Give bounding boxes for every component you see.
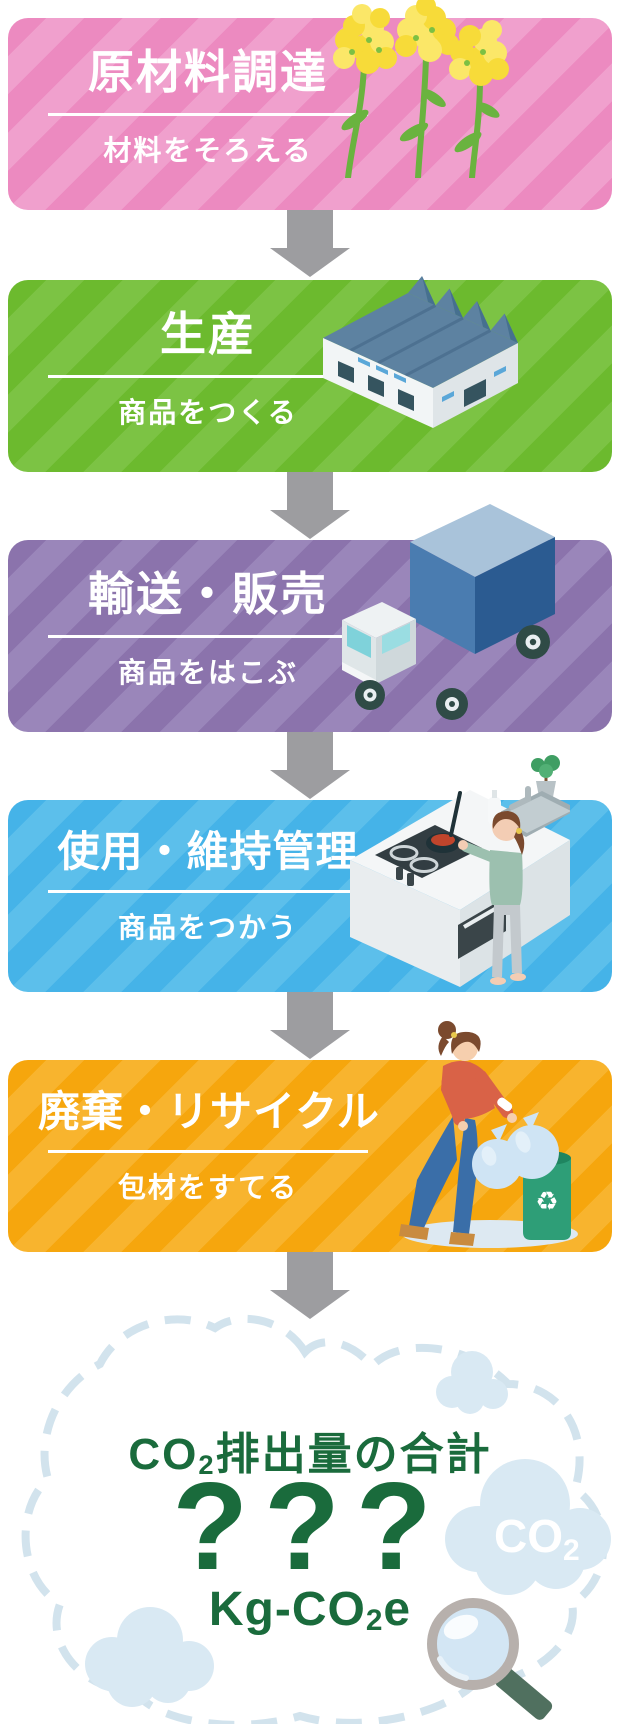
step-title: 生産 (160, 308, 256, 360)
flow-arrow-down (270, 472, 350, 539)
flow-arrow-down (270, 732, 350, 799)
title-underline (48, 1150, 368, 1154)
co2-cloud-label: CO2 (494, 1510, 580, 1567)
step-subtitle: 商品をはこぶ (117, 657, 298, 689)
co2-cloud: CO2 (445, 1459, 611, 1595)
title-underline (48, 890, 368, 894)
step-banner-transport: 輸送・販売 商品をはこぶ (8, 540, 612, 732)
step-text-block: 廃棄・リサイクル 包材をすてる (38, 1060, 380, 1206)
step-subtitle: 包材をすてる (117, 1172, 299, 1204)
step-banner-production: 生産 商品をつくる (8, 280, 612, 472)
step-title: 原材料調達 (88, 46, 328, 98)
small-cloud-top-right (436, 1351, 508, 1414)
step-banner-disposal: 廃棄・リサイクル 包材をすてる (8, 1060, 612, 1252)
step-subtitle: 材料をそろえる (103, 135, 313, 167)
step-text-block: 輸送・販売 商品をはこぶ (38, 540, 378, 691)
dashed-cloud-outline (21, 1314, 608, 1724)
step-text-block: 生産 商品をつくる (38, 280, 378, 431)
flow-arrow-down (270, 992, 350, 1059)
step-title: 輸送・販売 (88, 568, 328, 620)
step-subtitle: 商品をつくる (118, 397, 298, 429)
step-banner-raw-materials: 原材料調達 材料をそろえる (8, 18, 612, 210)
summary-cloud-graphic: CO2 (21, 1314, 611, 1724)
house-plant (531, 755, 560, 797)
step-title: 使用・維持管理 (57, 828, 359, 875)
title-underline (48, 635, 368, 639)
co2-summary-section: CO2 CO2排出量の合計 ??? Kg-CO2e (0, 1314, 620, 1724)
flow-arrow-down (270, 210, 350, 277)
title-underline (48, 375, 368, 379)
magnifier-icon (427, 1598, 553, 1720)
small-cloud-bottom-left (85, 1607, 214, 1707)
co2-total-heading: CO2排出量の合計 (128, 1430, 492, 1480)
step-banner-use: 使用・維持管理 商品をつかう (8, 800, 612, 992)
co2-total-value: ??? (172, 1458, 448, 1596)
co2-total-unit: Kg-CO2e (208, 1583, 412, 1638)
step-subtitle: 商品をつかう (117, 912, 298, 944)
flow-arrow-down (270, 1252, 350, 1319)
step-title: 廃棄・リサイクル (38, 1088, 380, 1135)
title-underline (48, 113, 368, 117)
step-text-block: 原材料調達 材料をそろえる (38, 18, 378, 169)
step-text-block: 使用・維持管理 商品をつかう (38, 800, 378, 946)
